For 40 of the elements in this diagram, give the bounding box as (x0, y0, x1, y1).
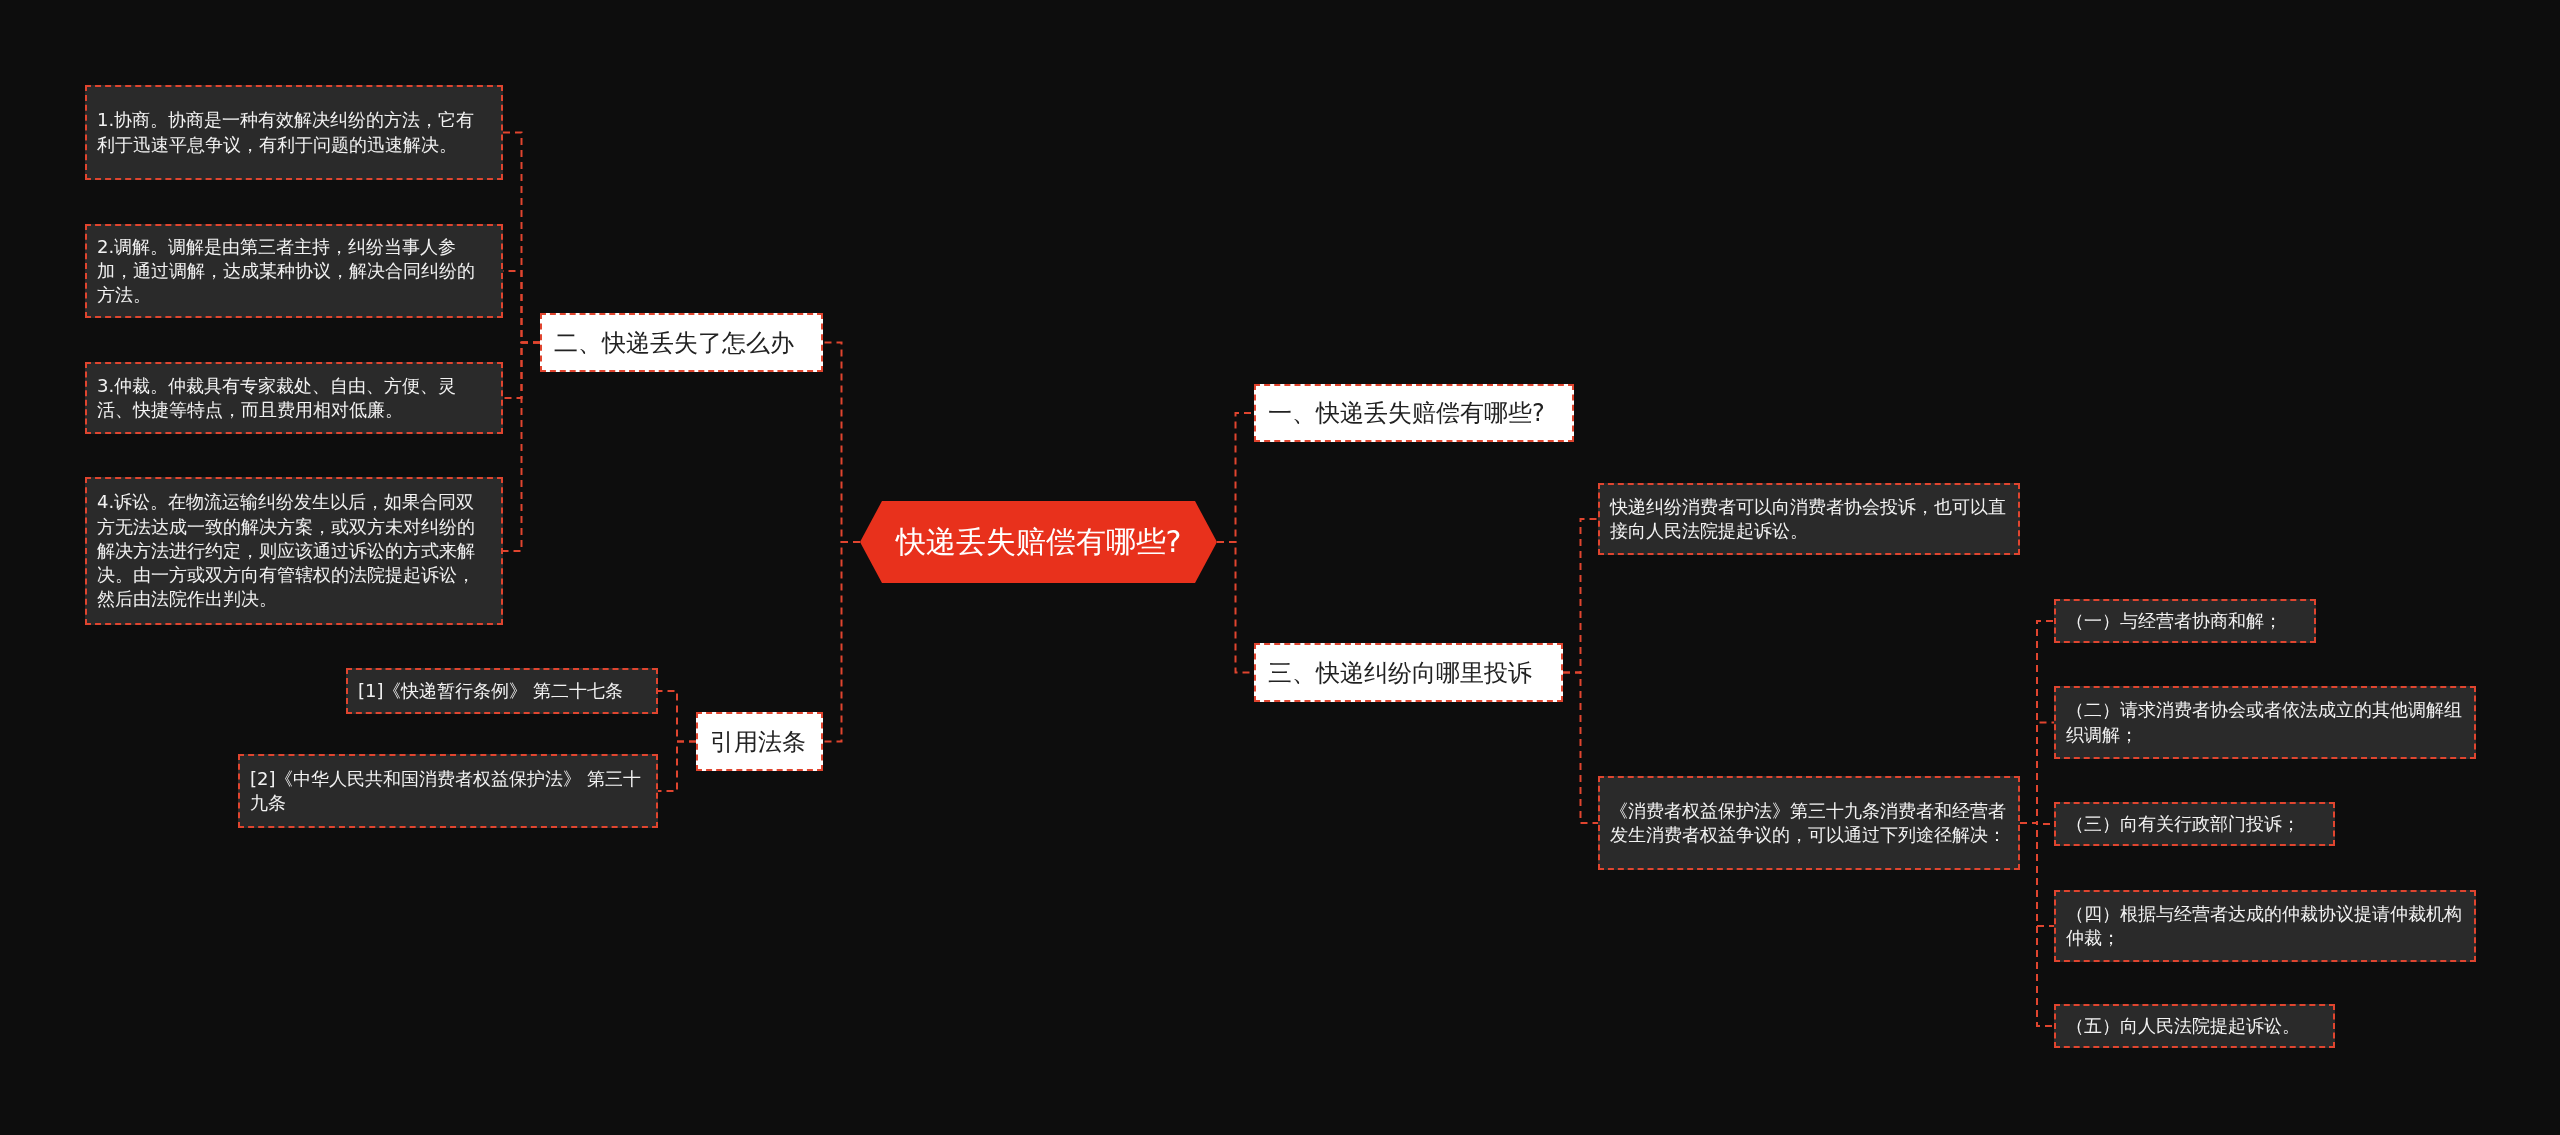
connector-line (502, 341, 541, 552)
branch-topic-box (1254, 643, 1563, 702)
branch-topic-text: 三、快递纠纷向哪里投诉 (1268, 657, 1532, 689)
connector-line (1562, 671, 1599, 824)
detail-box (85, 85, 503, 180)
detail-text: （四）根据与经营者达成的仲裁协议提请仲裁机构仲裁； (2066, 901, 2463, 950)
detail-box (1598, 483, 2020, 555)
detail-box (2054, 890, 2476, 962)
detail-text: [2]《中华人民共和国消费者权益保护法》 第三十九条 (250, 766, 643, 815)
detail-text: 快递纠纷消费者可以向消费者协会投诉，也可以直接向人民法院提起诉讼。 (1610, 494, 2007, 543)
detail-text: （二）请求消费者协会或者依法成立的其他调解组织调解； (2066, 698, 2463, 747)
detail-box (2054, 802, 2335, 847)
detail-box (2054, 598, 2316, 643)
branch-topic-text: 一、快递丢失赔偿有哪些? (1268, 398, 1545, 429)
central-topic-text: 快递丢失赔偿有哪些? (895, 522, 1182, 561)
branch-topic-text: 二、快递丢失了怎么办 (554, 327, 794, 359)
detail-text: （三）向有关行政部门投诉； (2066, 812, 2300, 836)
branch-topic-text: 引用法条 (710, 726, 806, 758)
detail-text: [1]《快递暂行条例》 第二十七条 (358, 678, 624, 703)
detail-box (238, 754, 658, 828)
branch-topic-box (696, 712, 823, 771)
detail-box (1598, 776, 2020, 870)
detail-box (2054, 1004, 2335, 1049)
detail-box (346, 668, 658, 714)
detail-text: （五）向人民法院提起诉讼。 (2066, 1014, 2300, 1038)
detail-text: 4.诉讼。在物流运输纠纷发生以后，如果合同双方无法达成一致的解决方案，或双方未对纠纷的解决方法进行约定，则应该通过诉讼的方式来解决。由一方或双方向有管辖权的法院提起诉讼，然后由法院作出判决。 (97, 490, 476, 612)
detail-box (2054, 686, 2476, 759)
branch-topic-box (1254, 384, 1574, 442)
detail-text: 《消费者权益保护法》第三十九条消费者和经营者发生消费者权益争议的，可以通过下列途径解决： (1610, 798, 2007, 847)
detail-text: （一）与经营者协商和解； (2066, 608, 2282, 633)
detail-text: 2.调解。调解是由第三者主持，纠纷当事人参加，通过调解，达成某种协议，解决合同纠纷的方法。 (97, 234, 476, 308)
detail-box (85, 224, 503, 318)
connector-line (822, 541, 861, 743)
detail-text: 1.协商。协商是一种有效解决纠纷的方法，它有利于迅速平息争议，有利于问题的迅速解决。 (97, 108, 476, 157)
connector-line (657, 740, 697, 792)
detail-box (85, 477, 503, 625)
detail-box (85, 362, 503, 434)
connector-line (2019, 822, 2055, 1027)
detail-text: 3.仲裁。仲裁具有专家裁处、自由、方便、灵活、快捷等特点，而且费用相对低廉。 (97, 373, 458, 422)
branch-topic-box (540, 313, 823, 372)
